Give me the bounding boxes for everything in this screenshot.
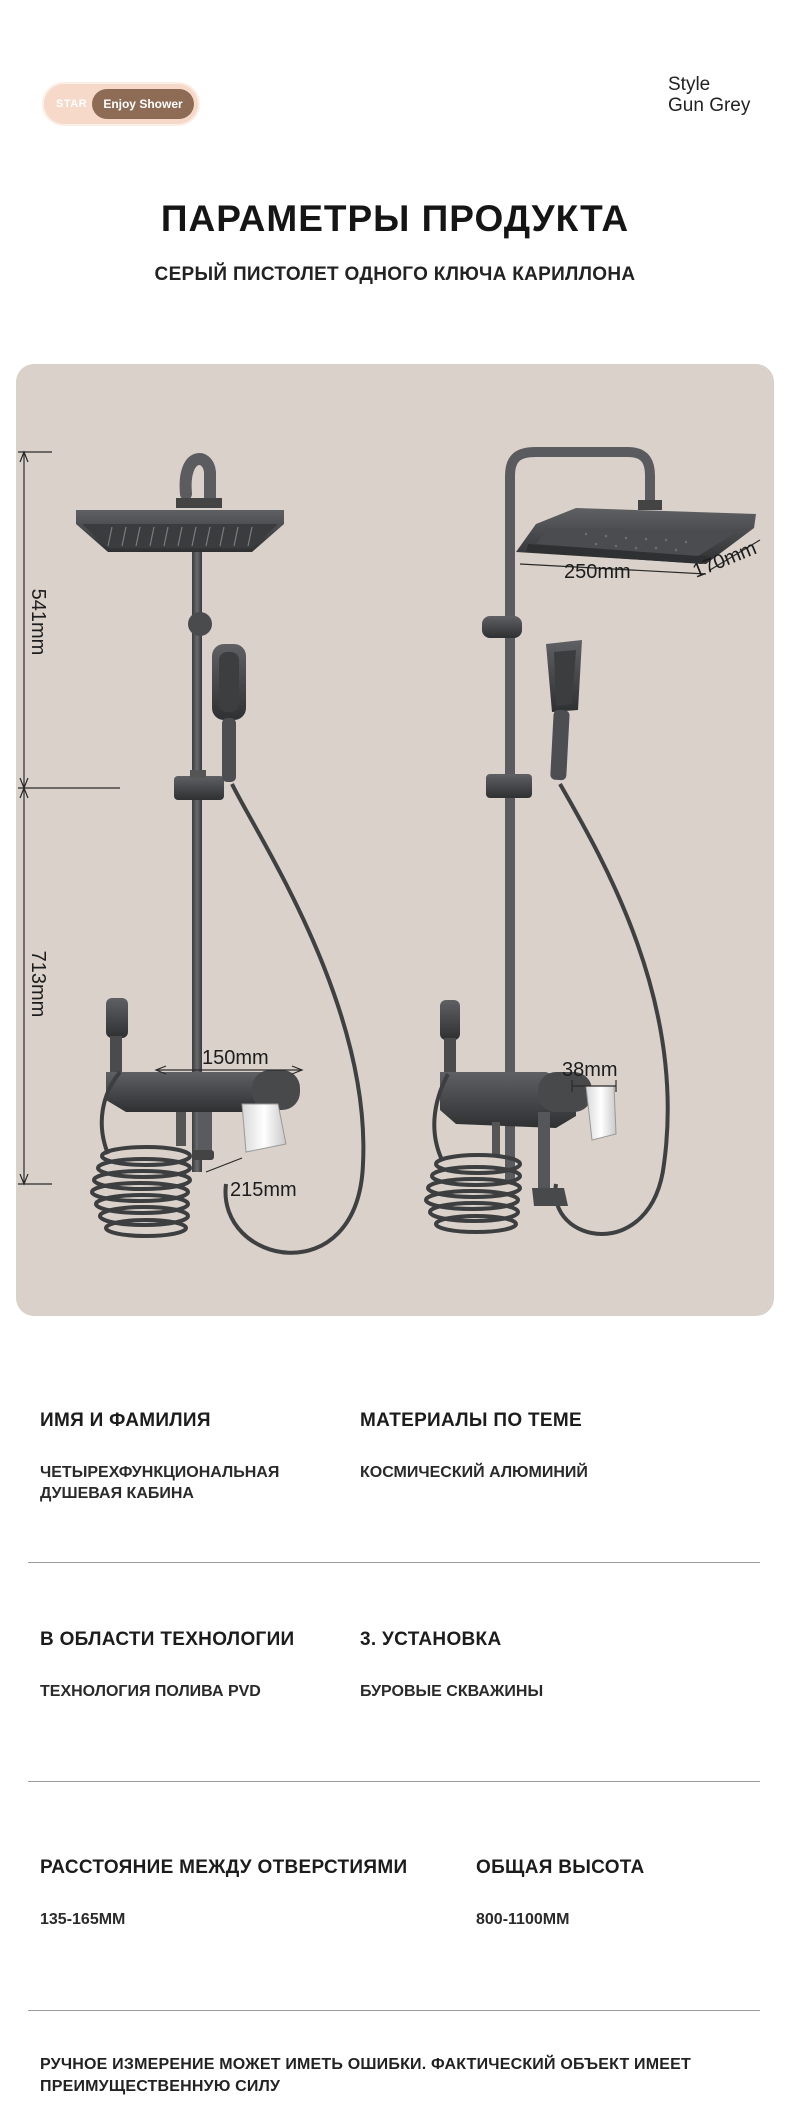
spec-value: КОСМИЧЕСКИЙ АЛЮМИНИЙ <box>360 1464 588 1481</box>
spec-value: ЧЕТЫРЕХФУНКЦИОНАЛЬНАЯ ДУШЕВАЯ КАБИНА <box>40 1464 280 1502</box>
spec-label: ИМЯ И ФАМИЛИЯ <box>40 1410 211 1431</box>
brand-name: STAR <box>56 98 88 110</box>
right-shower-angled-view <box>424 447 756 1236</box>
dim-pipe-diameter: 38mm <box>562 1059 618 1081</box>
style-label-line1: Style <box>668 74 711 95</box>
dim-upper-height: 541mm <box>27 589 49 656</box>
spec-label: РАССТОЯНИЕ МЕЖДУ ОТВЕРСТИЯМИ <box>40 1857 408 1878</box>
divider <box>28 2010 760 2011</box>
brand-badge: STAR Enjoy Shower <box>44 84 198 124</box>
spec-technology: В ОБЛАСТИ ТЕХНОЛОГИИ ТЕХНОЛОГИЯ ПОЛИВА P… <box>40 1629 340 1702</box>
measurement-disclaimer: РУЧНОЕ ИЗМЕРЕНИЕ МОЖЕТ ИМЕТЬ ОШИБКИ. ФАК… <box>40 2056 692 2095</box>
dim-valve-width: 150mm <box>202 1047 269 1069</box>
brand-tagline: Enjoy Shower <box>92 89 194 119</box>
page-subtitle: СЕРЫЙ ПИСТОЛЕТ ОДНОГО КЛЮЧА КАРИЛЛОНА <box>154 264 636 285</box>
vertical-dimension-lines <box>18 450 304 1186</box>
shower-illustration: 541mm 713mm 150mm 215mm <box>18 447 761 1255</box>
spec-label: ОБЩАЯ ВЫСОТА <box>476 1857 645 1878</box>
spec-label: В ОБЛАСТИ ТЕХНОЛОГИИ <box>40 1629 295 1650</box>
page-title: ПАРАМЕТРЫ ПРОДУКТА <box>160 198 630 239</box>
product-diagram-panel: 541mm 713mm 150mm 215mm <box>16 364 774 1316</box>
spec-material: МАТЕРИАЛЫ ПО ТЕМЕ КОСМИЧЕСКИЙ АЛЮМИНИЙ <box>360 1410 660 1483</box>
spec-label: 3. УСТАНОВКА <box>360 1629 502 1650</box>
spec-value: БУРОВЫЕ СКВАЖИНЫ <box>360 1683 544 1700</box>
divider <box>28 1781 760 1782</box>
right-dimension-lines <box>519 539 761 1092</box>
spec-label: МАТЕРИАЛЫ ПО ТЕМЕ <box>360 1410 582 1431</box>
spec-value: ТЕХНОЛОГИЯ ПОЛИВА PVD <box>40 1683 261 1700</box>
spec-total-height: ОБЩАЯ ВЫСОТА 800-1100MM <box>476 1857 776 1930</box>
left-shower-front-view <box>76 453 366 1255</box>
style-label: Style Gun Grey <box>668 74 750 116</box>
dim-valve-depth: 215mm <box>230 1179 297 1201</box>
spec-hole-distance: РАССТОЯНИЕ МЕЖДУ ОТВЕРСТИЯМИ 135-165MM <box>40 1857 407 1930</box>
divider <box>28 1562 760 1563</box>
spec-installation: 3. УСТАНОВКА БУРОВЫЕ СКВАЖИНЫ <box>360 1629 660 1702</box>
style-color-name: Gun Grey <box>668 95 751 116</box>
spec-name: ИМЯ И ФАМИЛИЯ ЧЕТЫРЕХФУНКЦИОНАЛЬНАЯ ДУШЕ… <box>40 1410 340 1504</box>
spec-value: 135-165MM <box>40 1911 126 1928</box>
spec-value: 800-1100MM <box>476 1911 570 1928</box>
dim-head-width: 250mm <box>564 561 631 583</box>
dim-lower-height: 713mm <box>27 951 49 1018</box>
